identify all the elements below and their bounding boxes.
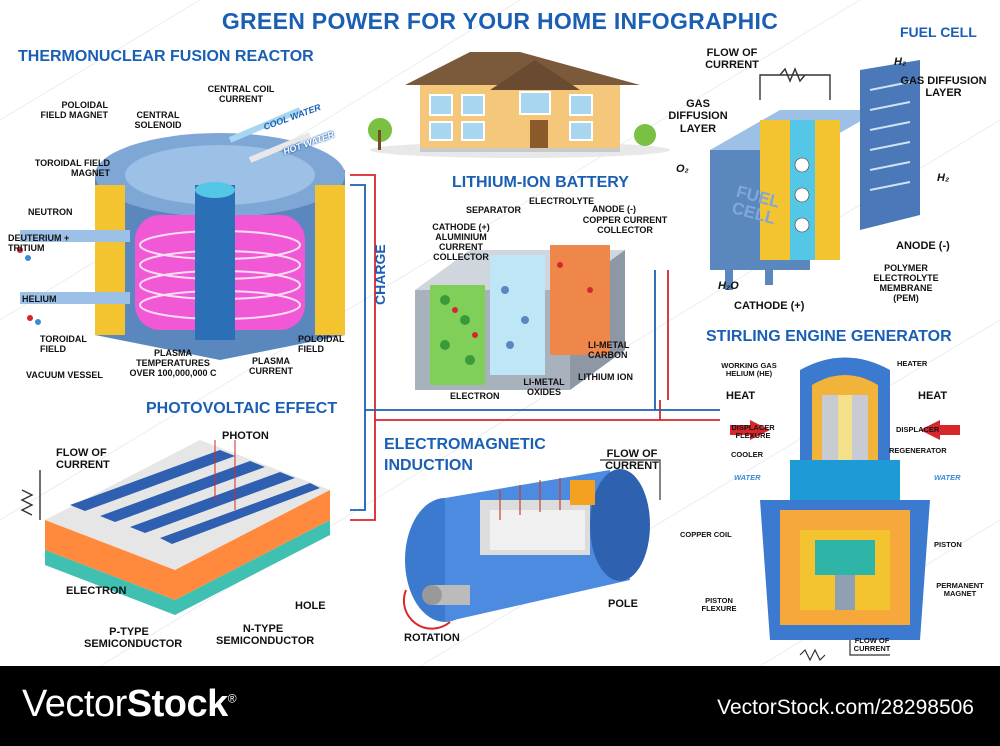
label-displacer: DISPLACER: [896, 425, 940, 434]
fuel-heading: FUEL CELL: [900, 24, 977, 40]
label-cooler: COOLER: [731, 450, 764, 459]
fuel-cell-illustration: [710, 60, 920, 290]
label-central-solenoid: CENTRAL SOLENOID: [134, 110, 182, 131]
label-fuel-anode: ANODE (-): [896, 240, 950, 252]
label-hole: HOLE: [295, 600, 326, 612]
label-displacer-flexure: DISPLACER FLEXURE: [731, 423, 775, 441]
house-illustration: [368, 52, 670, 158]
label-piston-flexure: PISTON FLEXURE: [701, 596, 737, 614]
label-toroidal-field-magnet: TOROIDAL FIELD MAGNET: [34, 158, 110, 179]
label-lithium-ion: LITHIUM ION: [578, 372, 633, 382]
label-fuel-flow-current: FLOW OF CURRENT: [705, 47, 759, 72]
label-pv-electron: ELECTRON: [66, 585, 127, 597]
label-copper-collector: COPPER CURRENT COLLECTOR: [582, 215, 668, 236]
label-gdl-left: GAS DIFFUSION LAYER: [668, 98, 728, 135]
infographic-canvas: GREEN POWER FOR YOUR HOME INFOGRAPHIC TH…: [0, 0, 1000, 666]
label-separator: SEPARATOR: [466, 205, 522, 215]
label-gdl-right: GAS DIFFUSION LAYER: [900, 75, 987, 100]
label-electrolyte: ELECTROLYTE: [529, 196, 595, 206]
label-h2-top: H₂: [894, 56, 907, 68]
label-water-right: WATER: [934, 473, 961, 482]
label-aluminium-collector: ALUMINIUM CURRENT COLLECTOR: [433, 232, 489, 263]
label-helium: HELIUM: [22, 294, 57, 304]
em-generator-illustration: [402, 459, 661, 630]
battery-charge-label: CHARGE: [372, 244, 388, 305]
label-ntype: N-TYPE SEMICONDUCTOR: [216, 623, 315, 648]
label-fuel-cathode: CATHODE (+): [734, 300, 805, 312]
vectorstock-logo: VectorStock®: [22, 683, 237, 725]
label-water-left: WATER: [734, 473, 761, 482]
label-rotation: ROTATION: [404, 632, 460, 644]
label-ptype: P-TYPE SEMICONDUCTOR: [84, 626, 183, 651]
label-pem: POLYMER ELECTROLYTE MEMBRANE (PEM): [873, 263, 939, 304]
label-heater: HEATER: [897, 359, 928, 368]
fusion-reactor-illustration: [17, 107, 345, 360]
label-piston: PISTON: [934, 540, 962, 549]
stirling-engine-illustration: [730, 357, 960, 662]
label-copper-coil: COPPER COIL: [680, 530, 732, 539]
label-em-flow-current: FLOW OF CURRENT: [605, 448, 659, 473]
label-plasma-current: PLASMA CURRENT: [249, 356, 293, 377]
label-poloidal-field: POLOIDAL FIELD: [298, 334, 345, 355]
label-regenerator: REGENERATOR: [889, 446, 947, 455]
label-plasma-temperatures: PLASMA TEMPERATURES OVER 100,000,000 C: [129, 348, 217, 379]
label-working-gas: WORKING GAS HELIUM (He): [721, 361, 777, 379]
connecting-wires: [350, 174, 720, 521]
label-heat-left: HEAT: [726, 390, 756, 402]
fusion-heading: THERMONUCLEAR FUSION REACTOR: [18, 48, 314, 65]
label-limetal-oxides: LI-METAL OXIDES: [523, 377, 565, 398]
footer-bar: VectorStock® VectorStock.com/28298506: [0, 666, 1000, 746]
label-battery-anode: ANODE (-): [592, 204, 636, 214]
page-title: GREEN POWER FOR YOUR HOME INFOGRAPHIC: [221, 8, 779, 34]
label-toroidal-field: TOROIDAL FIELD: [40, 334, 87, 355]
label-pv-flow-current: FLOW OF CURRENT: [56, 447, 110, 472]
battery-heading: LITHIUM-ION BATTERY: [452, 174, 629, 191]
label-battery-cathode: CATHODE (+): [432, 222, 490, 232]
label-permanent-magnet: PERMANENT MAGNET: [936, 581, 984, 599]
label-central-coil-current: CENTRAL COIL CURRENT: [207, 84, 275, 105]
label-neutron: NEUTRON: [28, 207, 73, 217]
stirling-heading: STIRLING ENGINE GENERATOR: [706, 328, 952, 345]
label-vacuum-vessel: VACUUM VESSEL: [26, 370, 103, 380]
label-h2-right: H₂: [937, 172, 950, 184]
lithium-battery-illustration: [415, 245, 625, 390]
label-limetal-carbon: LI-METAL CARBON: [588, 340, 630, 361]
label-cathode-aluminium: CATHODE (+)ALUMINIUM CURRENT COLLECTOR: [420, 222, 502, 262]
label-deuterium-tritium: DEUTERIUM + TRITIUM: [8, 233, 70, 254]
label-poloidal-field-magnet: POLOIDAL FIELD MAGNET: [40, 100, 109, 121]
label-battery-electron: ELECTRON: [450, 391, 500, 401]
label-pole: POLE: [608, 598, 638, 610]
label-photon: PHOTON: [222, 430, 269, 442]
label-h2o: H₂O: [718, 280, 739, 292]
em-heading: ELECTROMAGNETIC INDUCTION: [384, 436, 546, 474]
label-o2: O₂: [676, 163, 689, 175]
pv-heading: PHOTOVOLTAIC EFFECT: [146, 400, 338, 417]
label-heat-right: HEAT: [918, 390, 948, 402]
diagram-scene: [17, 52, 960, 662]
label-stirling-flow-current: FLOW OF CURRENT: [853, 636, 891, 654]
photovoltaic-illustration: [20, 440, 330, 615]
footer-url: VectorStock.com/28298506: [717, 696, 974, 719]
